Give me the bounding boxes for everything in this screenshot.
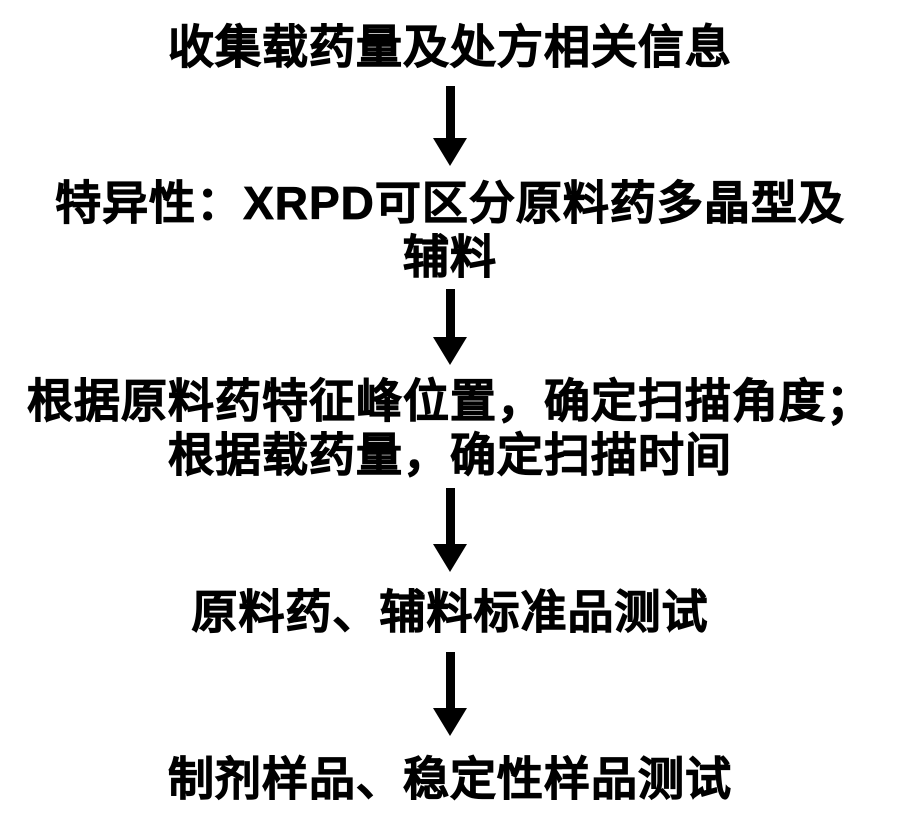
- flow-step-scan-parameters: 根据原料药特征峰位置，确定扫描角度； 根据载药量，确定扫描时间: [27, 374, 873, 482]
- flow-step-sample-testing-line-1: 制剂样品、稳定性样品测试: [168, 753, 732, 806]
- down-arrow-shaft: [445, 86, 455, 138]
- down-arrow-head: [433, 708, 467, 736]
- flow-step-sample-testing: 制剂样品、稳定性样品测试: [168, 752, 732, 806]
- down-arrow-shaft: [445, 488, 455, 544]
- down-arrow-head: [433, 138, 467, 166]
- down-arrow-icon: [433, 488, 467, 572]
- flow-step-specificity-line-2: 辅料: [403, 231, 497, 284]
- down-arrow-head: [433, 544, 467, 572]
- flow-step-scan-parameters-line-1: 根据原料药特征峰位置，确定扫描角度；: [27, 375, 873, 428]
- down-arrow-icon: [433, 652, 467, 736]
- down-arrow-shaft: [445, 652, 455, 708]
- down-arrow-icon: [433, 289, 467, 365]
- down-arrow-shaft: [445, 289, 455, 337]
- flow-step-specificity: 特异性：XRPD可区分原料药多晶型及 辅料: [55, 176, 845, 284]
- down-arrow-head: [433, 337, 467, 365]
- down-arrow-icon: [433, 86, 467, 166]
- flow-step-specificity-line-1: 特异性：XRPD可区分原料药多晶型及: [55, 177, 845, 230]
- flow-step-collect-info: 收集载药量及处方相关信息: [168, 20, 732, 74]
- flow-step-reference-testing-line-1: 原料药、辅料标准品测试: [191, 586, 709, 639]
- flow-step-scan-parameters-line-2: 根据载药量，确定扫描时间: [168, 429, 732, 482]
- flow-step-reference-testing: 原料药、辅料标准品测试: [191, 585, 709, 639]
- flow-step-collect-info-line-1: 收集载药量及处方相关信息: [168, 21, 732, 74]
